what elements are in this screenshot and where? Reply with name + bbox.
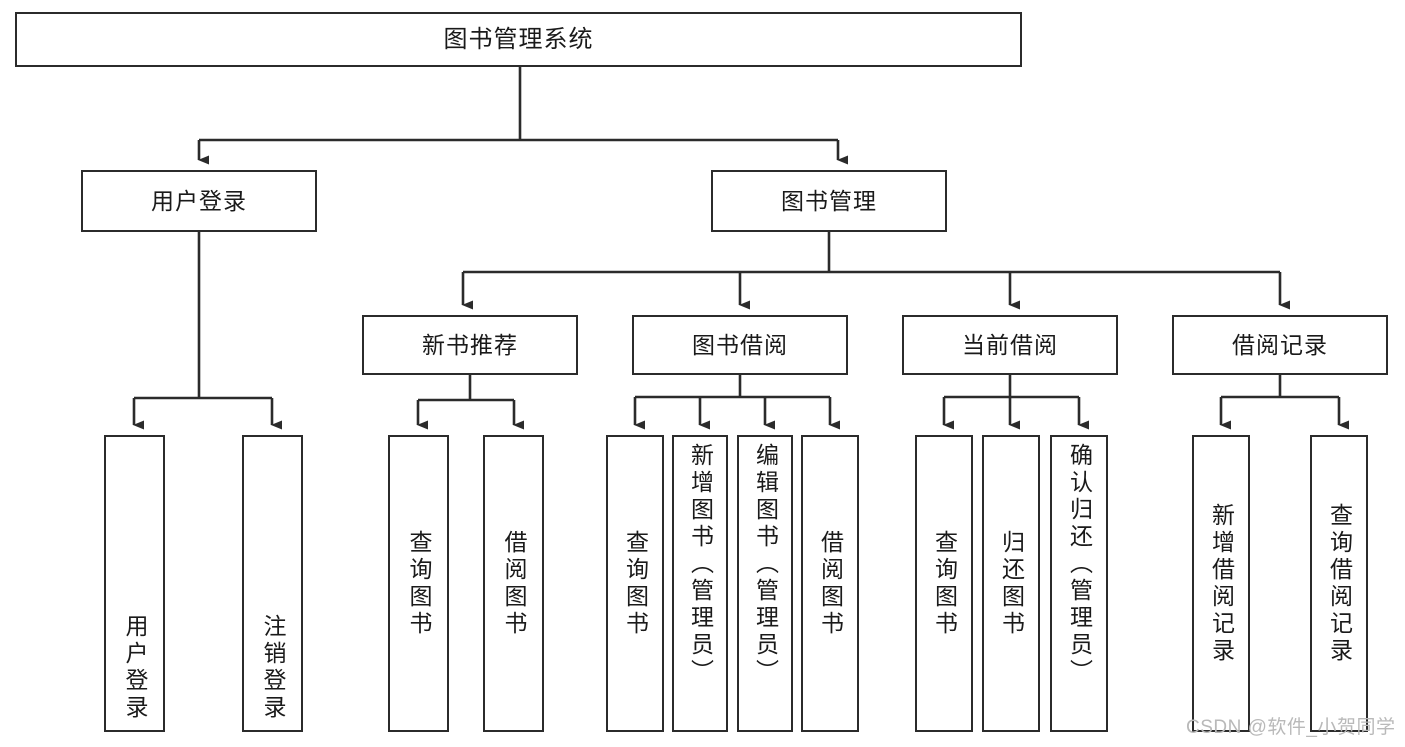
node-book-borrowing[interactable]: 图书借阅 — [632, 315, 848, 375]
node-label: 图书借阅 — [692, 331, 788, 358]
leaf-edit-book-admin[interactable]: 编辑图书（管理员） — [737, 435, 793, 732]
node-book-management[interactable]: 图书管理 — [711, 170, 947, 232]
leaf-add-borrow-record[interactable]: 新增借阅记录 — [1192, 435, 1250, 732]
node-label: 借阅图书 — [501, 529, 527, 638]
leaf-user-login[interactable]: 用户登录 — [104, 435, 165, 732]
node-label: 确认归还（管理员） — [1066, 443, 1093, 686]
node-label: 查询图书 — [622, 529, 649, 638]
node-label: 归还图书 — [998, 529, 1025, 638]
node-label: 借阅图书 — [817, 529, 844, 638]
node-label: 查询图书 — [931, 529, 958, 638]
node-label: 新增图书（管理员） — [687, 443, 714, 686]
leaf-query-book-new-recommend[interactable]: 查询图书 — [388, 435, 449, 732]
leaf-borrow-book-borrow[interactable]: 借阅图书 — [801, 435, 859, 732]
node-label: 用户登录 — [151, 187, 247, 214]
node-label: 图书管理系统 — [443, 25, 594, 53]
leaf-query-book-borrow[interactable]: 查询图书 — [606, 435, 664, 732]
node-current-borrowing[interactable]: 当前借阅 — [902, 315, 1118, 375]
node-book-management-system[interactable]: 图书管理系统 — [15, 12, 1022, 67]
node-label: 查询图书 — [406, 529, 432, 638]
node-label: 编辑图书（管理员） — [752, 443, 779, 686]
node-label: 当前借阅 — [962, 331, 1058, 358]
node-new-book-recommendation[interactable]: 新书推荐 — [362, 315, 578, 375]
leaf-query-borrow-record[interactable]: 查询借阅记录 — [1310, 435, 1368, 732]
node-user-login[interactable]: 用户登录 — [81, 170, 317, 232]
node-label: 借阅记录 — [1232, 331, 1328, 358]
node-label: 用户登录 — [122, 614, 148, 722]
leaf-confirm-return-admin[interactable]: 确认归还（管理员） — [1050, 435, 1108, 732]
node-label: 注销登录 — [260, 614, 286, 722]
leaf-query-book-current[interactable]: 查询图书 — [915, 435, 973, 732]
leaf-borrow-book-new-recommend[interactable]: 借阅图书 — [483, 435, 544, 732]
node-label: 图书管理 — [781, 187, 877, 214]
node-borrowing-record[interactable]: 借阅记录 — [1172, 315, 1388, 375]
leaf-logout[interactable]: 注销登录 — [242, 435, 303, 732]
node-label: 新增借阅记录 — [1208, 502, 1235, 665]
leaf-add-book-admin[interactable]: 新增图书（管理员） — [672, 435, 728, 732]
node-label: 查询借阅记录 — [1326, 502, 1353, 665]
node-label: 新书推荐 — [422, 331, 518, 358]
leaf-return-book[interactable]: 归还图书 — [982, 435, 1040, 732]
